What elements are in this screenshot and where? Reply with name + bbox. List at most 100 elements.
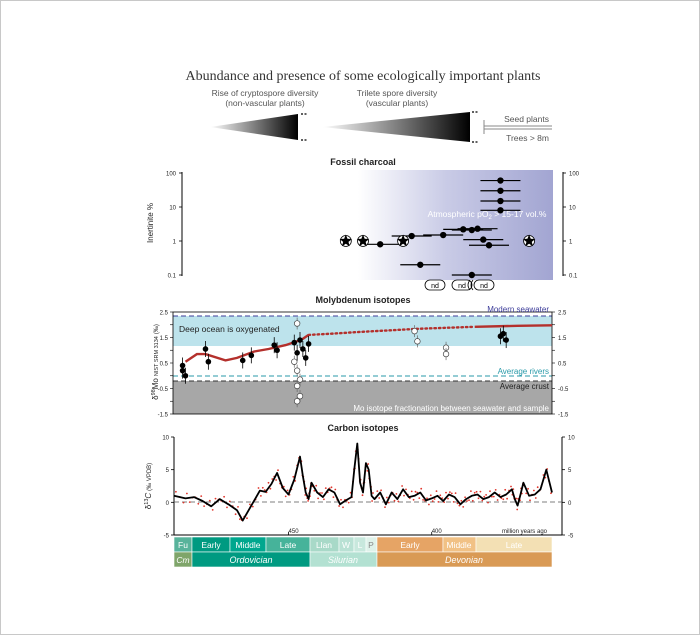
plants-panel: Rise of cryptospore diversity (non-vascu… <box>210 88 552 143</box>
modern-seawater-label: Modern seawater <box>487 305 549 314</box>
carbon-tick-label-right: 0 <box>568 501 572 507</box>
carbon-data-point <box>473 491 476 494</box>
mo-tick-label: 2.5 <box>160 311 169 317</box>
mo-open-point <box>411 327 418 335</box>
carbon-data-point <box>175 490 177 493</box>
nd-box <box>473 279 495 291</box>
charcoal-tick-label-right: 1 <box>569 240 573 246</box>
epoch-label-early: Early <box>201 540 221 550</box>
carbon-data-point <box>450 492 453 495</box>
carbon-data-point <box>261 486 264 489</box>
carbon-data-point <box>460 499 463 502</box>
carbon-data-point <box>452 501 455 503</box>
period-label-silurian: Silurian <box>328 555 358 565</box>
carbon-data-point <box>410 490 413 493</box>
carbon-data-point <box>510 485 512 488</box>
carbon-data-point <box>481 499 484 502</box>
charcoal-tick-label-right: 10 <box>569 206 576 212</box>
charcoal-point <box>439 231 447 239</box>
carbon-data-point <box>466 500 468 502</box>
carbon-data-point <box>422 499 424 501</box>
carbon-title: Carbon isotopes <box>327 423 398 433</box>
carbon-data-point <box>340 498 342 501</box>
epoch-label-l: L <box>358 540 363 550</box>
trilete-wedge <box>322 112 470 142</box>
carbon-data-point <box>462 506 465 508</box>
carbon-data-point <box>393 499 396 502</box>
trilete-label: Trilete spore diversity <box>357 88 438 98</box>
carbon-ylabel-c: C <box>144 493 153 499</box>
carbon-curve <box>173 442 553 522</box>
mo-ylabel-unit: (‰) <box>154 324 160 334</box>
mo-point <box>205 358 212 365</box>
pO2-shaded-region <box>358 170 553 280</box>
charcoal-point <box>480 236 487 243</box>
mo-tick-label-right: -1.5 <box>558 413 569 419</box>
seed-plants-label: Seed plants <box>504 114 549 124</box>
carbon-data-point <box>483 495 486 498</box>
nd-box <box>451 279 473 291</box>
nd-label: nd <box>431 283 439 290</box>
carbon-data-point <box>208 499 211 502</box>
carbon-data-point <box>263 489 266 491</box>
mo-ylabel-sup: 98 <box>151 389 157 395</box>
mo-ylabel: δ98MoNIST SRM 3134(‰) <box>151 324 160 400</box>
carbon-data-point <box>437 501 440 503</box>
carbon-tick-label: 0 <box>166 501 170 507</box>
carbon-data-point <box>338 505 340 507</box>
carbon-data-point <box>284 495 287 498</box>
carbon-data-point <box>428 503 430 506</box>
carbon-data-point <box>342 506 344 509</box>
trees-label: Trees > 8m <box>506 133 549 143</box>
carbon-data-point <box>454 492 457 494</box>
molybdenum-title: Molybdenum isotopes <box>315 295 410 305</box>
charcoal-tick-label-right: 0.1 <box>569 274 578 280</box>
carbon-data-point <box>439 494 442 497</box>
mo-open-point <box>293 382 301 390</box>
mo-point <box>182 372 189 379</box>
carbon-data-point <box>286 489 289 492</box>
timescale: Fu Early Middle Late Llan W L P Early Mi… <box>173 536 553 568</box>
carbon-data-point <box>267 481 270 484</box>
x-tick-label: 450 <box>289 529 300 535</box>
charcoal-title: Fossil charcoal <box>330 157 396 167</box>
carbon-data-point <box>479 490 482 493</box>
fractionation-label: Mo isotope fractionation between seawate… <box>353 404 549 413</box>
charcoal-point <box>497 197 504 205</box>
carbon-data-point <box>529 499 531 502</box>
carbon-data-point <box>464 496 466 499</box>
carbon-data-point <box>534 497 537 499</box>
charcoal-point <box>460 226 467 233</box>
charcoal-tick-label-right: 100 <box>569 172 580 178</box>
charcoal-tick-label: 1 <box>173 240 177 246</box>
mo-tick-label-right: 1.5 <box>558 336 567 342</box>
charcoal-tick-label: 0.1 <box>168 274 177 280</box>
mo-point <box>248 352 255 359</box>
mo-open-point <box>442 350 450 358</box>
carbon-data-point <box>186 492 188 495</box>
carbon-data-point <box>426 497 428 500</box>
mo-point <box>291 339 298 346</box>
charcoal-point <box>468 226 476 234</box>
molybdenum-panel: Molybdenum isotopes Modern seawater Deep… <box>151 295 569 419</box>
mo-open-point <box>296 393 304 400</box>
carbon-tick-label-right: 5 <box>568 468 572 474</box>
mo-open-point <box>293 320 301 327</box>
carbon-data-point <box>371 500 373 502</box>
carbon-tick-label-right: 10 <box>568 436 575 442</box>
period-label-cm: Cm <box>176 555 189 565</box>
average-crust-label: Average crust <box>500 382 550 391</box>
charcoal-ylabel: Inertinite % <box>146 203 155 243</box>
carbon-data-point <box>239 518 241 521</box>
carbon-data-point <box>449 491 451 493</box>
carbon-data-point <box>214 497 217 500</box>
carbon-data-point <box>277 469 279 472</box>
carbon-data-point <box>420 487 423 490</box>
charcoal-star-point <box>396 234 410 247</box>
carbon-data-point <box>376 490 379 492</box>
carbon-data-point <box>516 508 519 511</box>
pO2-label-rest: > 15-17 vol.% <box>492 209 547 219</box>
